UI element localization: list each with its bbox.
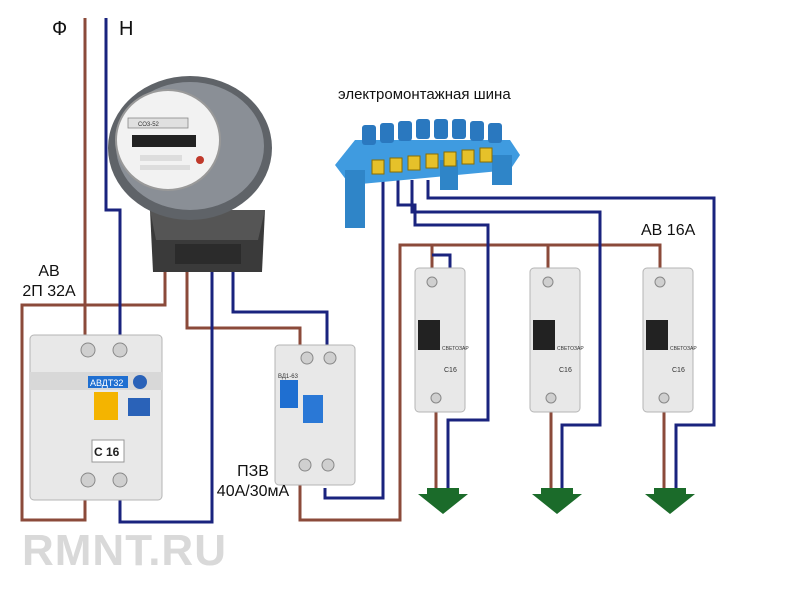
load-arrow-2 [532, 488, 582, 514]
branch-breaker-1: СВЕТОЗАР С16 [414, 267, 469, 413]
load-arrow-3 [645, 488, 695, 514]
breaker-2-brand: СВЕТОЗАР [557, 346, 584, 352]
breaker-1-rating: С16 [444, 367, 457, 374]
phase-bus-3 [548, 243, 662, 275]
rcbo-rating-text: С 16 [94, 445, 120, 459]
rcd-brand-text: ВД1-63 [278, 374, 299, 380]
main-rcbo: АВДТ32 С 16 [29, 334, 163, 501]
neutral-breaker-loop [118, 272, 214, 524]
rcbo-brand-text: АВДТ32 [90, 378, 123, 388]
phase-meter-to-breaker [20, 272, 167, 522]
branch-breaker-3: СВЕТОЗАР С16 [642, 267, 697, 413]
watermark: RMNT.RU [22, 526, 227, 575]
main-breaker-label: АВ 2П 32А [14, 262, 84, 302]
rcd-label-line1: ПЗВ [237, 463, 269, 480]
rcd-label-line2: 40А/30мА [216, 483, 290, 500]
electric-meter: СО3-52 [108, 76, 272, 272]
meter-model-text: СО3-52 [138, 122, 160, 128]
neutral-wires [104, 18, 716, 524]
branch-breaker-2: СВЕТОЗАР С16 [529, 267, 584, 413]
breaker-2-rating: С16 [559, 367, 572, 374]
neutral-meter-to-rcd [231, 272, 329, 345]
busbar [335, 119, 520, 228]
phase-label: Ф [52, 18, 68, 40]
neutral-bus-to-br2 [410, 180, 602, 488]
neutral-rcd-to-bus [323, 180, 385, 500]
load-arrow-1 [418, 488, 468, 514]
busbar-label: электромонтажная шина [338, 86, 511, 103]
breaker-3-rating: С16 [672, 367, 685, 374]
neutral-input-wire [104, 18, 122, 338]
rcd-device: ВД1-63 [274, 344, 356, 486]
branch-breakers-label: АВ 16А [641, 222, 696, 239]
neutral-bus-to-br1 [396, 180, 490, 488]
neutral-label: Н [119, 18, 134, 40]
rcd-label: ПЗВ 40А/30мА [212, 462, 294, 502]
breaker-1-brand: СВЕТОЗАР [442, 346, 469, 352]
neutral-bus-to-br3 [426, 180, 716, 488]
main-breaker-label-line1: АВ [38, 263, 60, 280]
phase-wires [20, 18, 666, 522]
breaker-3-brand: СВЕТОЗАР [670, 346, 697, 352]
load-arrows [418, 488, 695, 514]
main-breaker-label-line2: 2П 32А [22, 283, 76, 300]
